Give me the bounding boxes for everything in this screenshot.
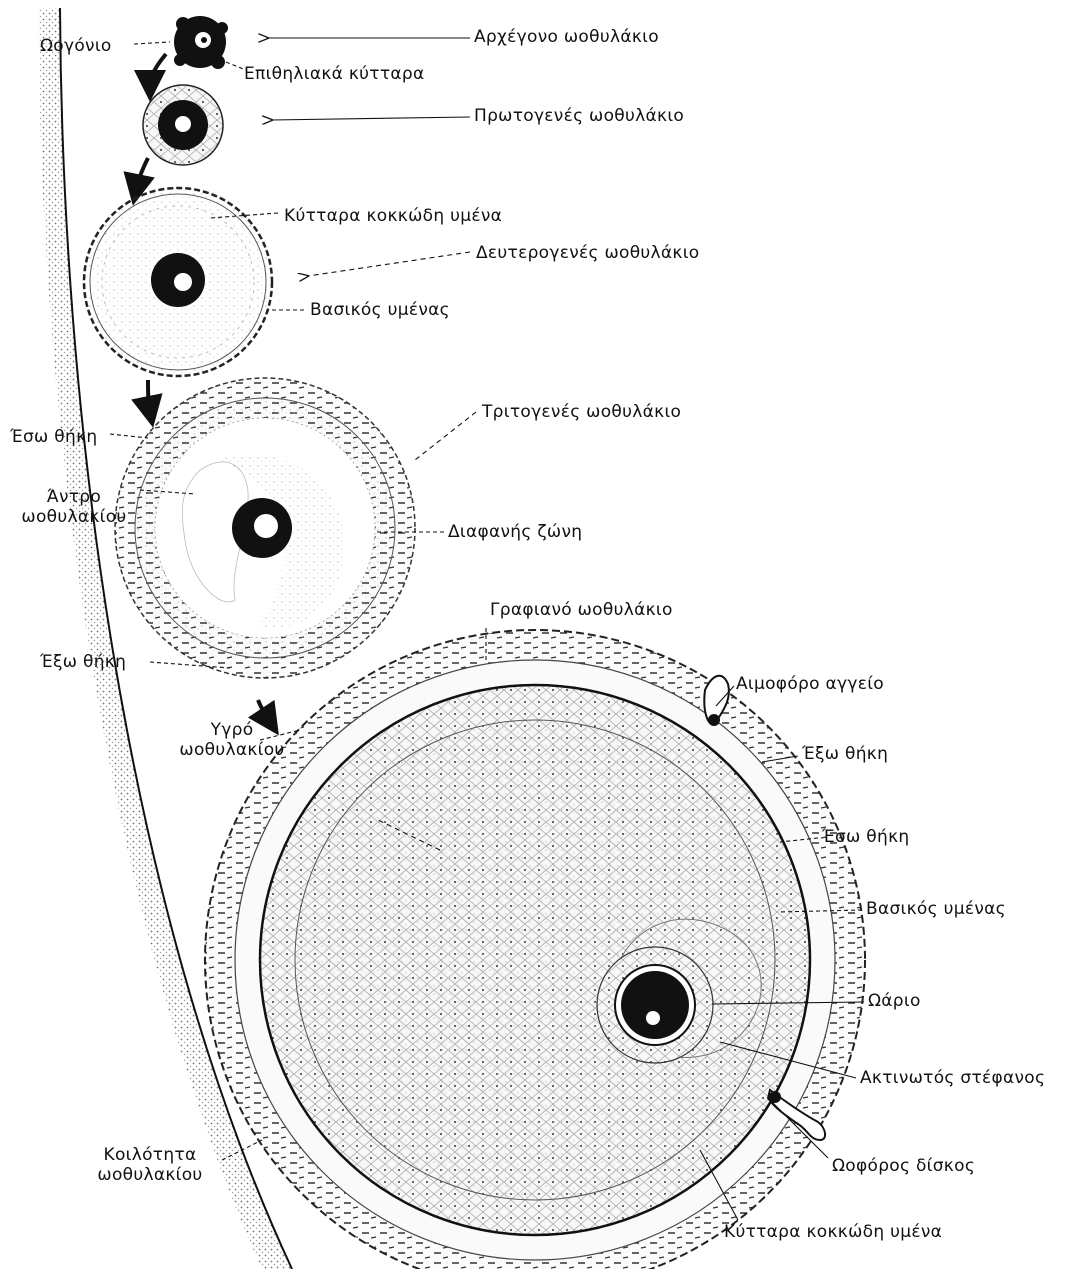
stage-arrow-4: [258, 700, 270, 722]
label-follicle-cavity-line1: Κοιλότητα: [80, 1145, 220, 1165]
label-primordial-follicle: Αρχέγονο ωοθυλάκιο: [474, 27, 659, 47]
label-graafian-follicle: Γραφιανό ωοθυλάκιο: [490, 600, 673, 620]
label-cumulus-oophorus: Ωοφόρος δίσκος: [832, 1156, 975, 1176]
label-epithelial-cells: Επιθηλιακά κύτταρα: [244, 64, 424, 84]
label-tertiary-follicle: Τριτογενές ωοθυλάκιο: [482, 402, 681, 422]
label-follicle-cavity-line2: ωοθυλακίου: [80, 1165, 220, 1185]
label-granulosa-cells-secondary: Κύτταρα κοκκώδη υμένα: [284, 206, 502, 226]
label-primary-follicle: Πρωτογενές ωοθυλάκιο: [474, 106, 684, 126]
label-basal-membrane-graafian: Βασικός υμένας: [866, 899, 1006, 919]
stage-arrow-1: [150, 54, 166, 86]
label-theca-interna-graafian: Έσω θήκη: [822, 827, 909, 847]
label-follicle-cavity: Κοιλότητα ωοθυλακίου: [80, 1145, 220, 1185]
graafian-follicle: [205, 630, 865, 1269]
label-blood-vessel: Αιμοφόρο αγγείο: [736, 674, 884, 694]
label-follicular-fluid: Υγρό ωοθυλακίου: [164, 720, 300, 760]
label-theca-externa-graafian: Έξω θήκη: [802, 744, 888, 764]
label-zona-pellucida: Διαφανής ζώνη: [448, 522, 582, 542]
label-follicular-fluid-line2: ωοθυλακίου: [164, 740, 300, 760]
label-follicle-antrum-line1: Άντρο: [6, 487, 142, 507]
label-theca-externa-tertiary: Έξω θήκη: [40, 652, 126, 672]
stage-arrow-3: [148, 380, 150, 412]
label-follicular-fluid-line1: Υγρό: [164, 720, 300, 740]
secondary-follicle: [84, 188, 272, 376]
label-follicle-antrum-line2: ωοθυλακίου: [6, 507, 142, 527]
primordial-follicle: [174, 16, 228, 69]
tertiary-follicle: [115, 378, 415, 678]
label-secondary-follicle: Δευτερογενές ωοθυλάκιο: [476, 243, 700, 263]
label-corona-radiata: Ακτινωτός στέφανος: [860, 1068, 1045, 1088]
label-theca-interna-tertiary: Έσω θήκη: [10, 427, 97, 447]
primary-follicle: [143, 85, 223, 165]
label-follicle-antrum: Άντρο ωοθυλακίου: [6, 487, 142, 527]
label-basal-membrane-secondary: Βασικός υμένας: [310, 300, 450, 320]
stage-arrow-2: [136, 158, 148, 190]
label-granulosa-cells-graafian: Κύτταρα κοκκώδη υμένα: [724, 1222, 942, 1242]
label-oocyte: Ωάριο: [868, 991, 921, 1011]
label-oogonium: Ωογόνιο: [40, 36, 112, 56]
